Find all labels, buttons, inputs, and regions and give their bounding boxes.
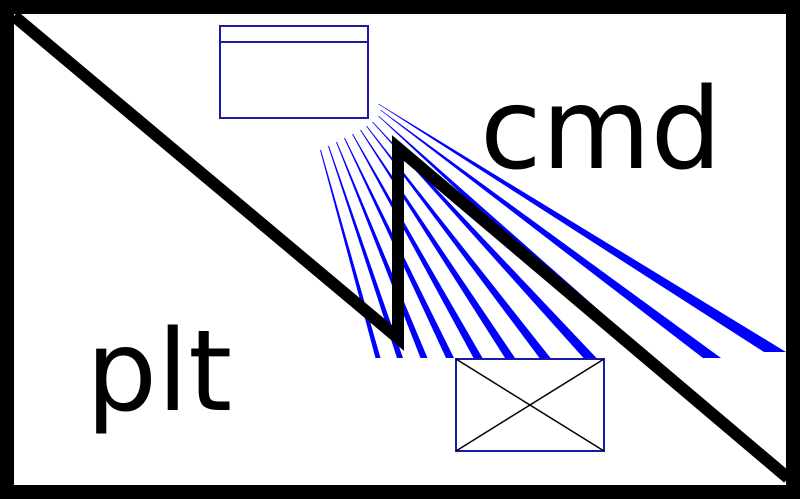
crossed-box-icon	[455, 358, 605, 452]
ray-fan	[320, 104, 786, 358]
label-plt: plt	[86, 307, 232, 437]
window-frame	[219, 25, 369, 119]
ray-2	[328, 146, 403, 358]
ray-11	[378, 104, 786, 352]
ray-3	[336, 142, 428, 358]
ray-7	[366, 126, 551, 358]
ray-10	[380, 110, 721, 358]
diagonal-divider	[10, 11, 792, 483]
label-cmd: cmd	[480, 65, 722, 195]
ray-5	[352, 134, 483, 358]
ray-9	[378, 116, 653, 358]
window-icon	[219, 25, 369, 119]
crossed-box-diag-2	[455, 358, 605, 452]
